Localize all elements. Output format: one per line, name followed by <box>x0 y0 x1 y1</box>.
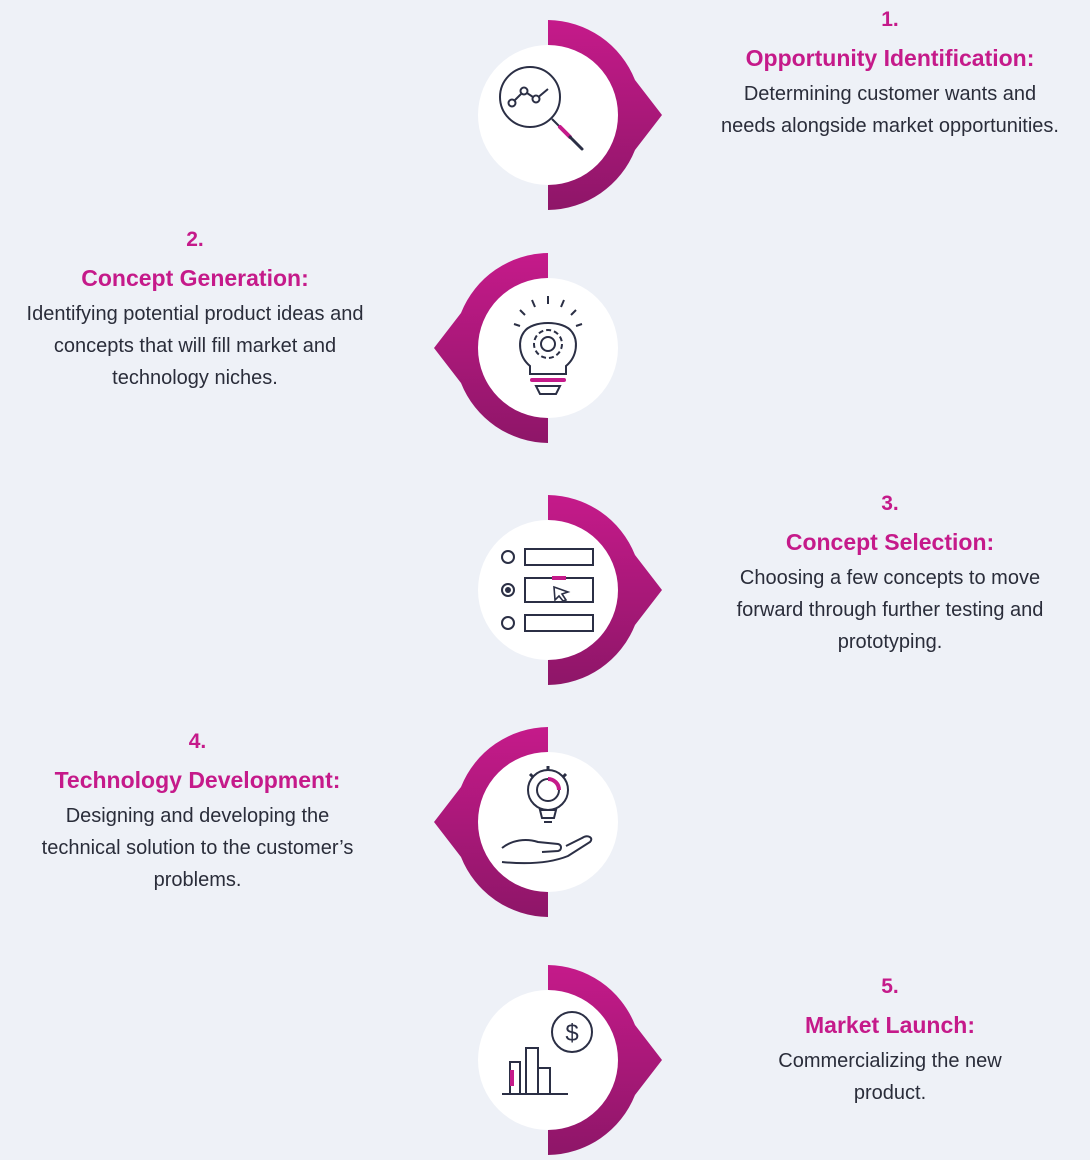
step-title: Concept Generation: <box>81 265 309 291</box>
step-number: 3. <box>881 492 899 515</box>
step-number: 2. <box>186 228 204 251</box>
step-title: Opportunity Identification: <box>745 45 1035 71</box>
step-badge: $ <box>430 960 670 1160</box>
step-description: Designing and developing the technical s… <box>41 805 354 891</box>
step-number: 1. <box>881 8 899 31</box>
step-description: Choosing a few concepts to move forward … <box>736 567 1044 653</box>
step-text: 4. Technology Development: Designing and… <box>0 730 395 896</box>
magnifier-chart-icon <box>478 45 618 185</box>
step-title: Market Launch: <box>805 1012 975 1038</box>
step-title: Concept Selection: <box>785 529 995 555</box>
arrow-badge-left <box>434 253 618 443</box>
step-text: 2. Concept Generation: Identifying poten… <box>0 228 390 394</box>
step-text: 3. Concept Selection: Choosing a few con… <box>690 492 1090 658</box>
step-number: 5. <box>881 975 899 998</box>
step-badge <box>430 722 670 922</box>
bar-chart-dollar-icon: $ <box>478 990 618 1130</box>
step-description: Identifying potential product ideas and … <box>26 303 364 389</box>
step-description: Determining customer wants and needs alo… <box>721 83 1059 137</box>
hand-lightbulb-icon <box>478 752 618 892</box>
lightbulb-gear-icon <box>478 278 618 418</box>
step-badge <box>430 248 670 448</box>
step-text: 5. Market Launch: Commercializing the ne… <box>690 975 1090 1109</box>
step-description: Commercializing the new product. <box>778 1050 1002 1104</box>
svg-text:$: $ <box>565 1020 578 1047</box>
selection-list-icon <box>478 520 618 660</box>
step-number: 4. <box>188 730 207 753</box>
step-badge <box>430 490 670 690</box>
step-text: 1. Opportunity Identification: Determini… <box>690 8 1090 142</box>
step-title: Technology Development: <box>54 767 341 793</box>
step-badge <box>430 15 670 215</box>
